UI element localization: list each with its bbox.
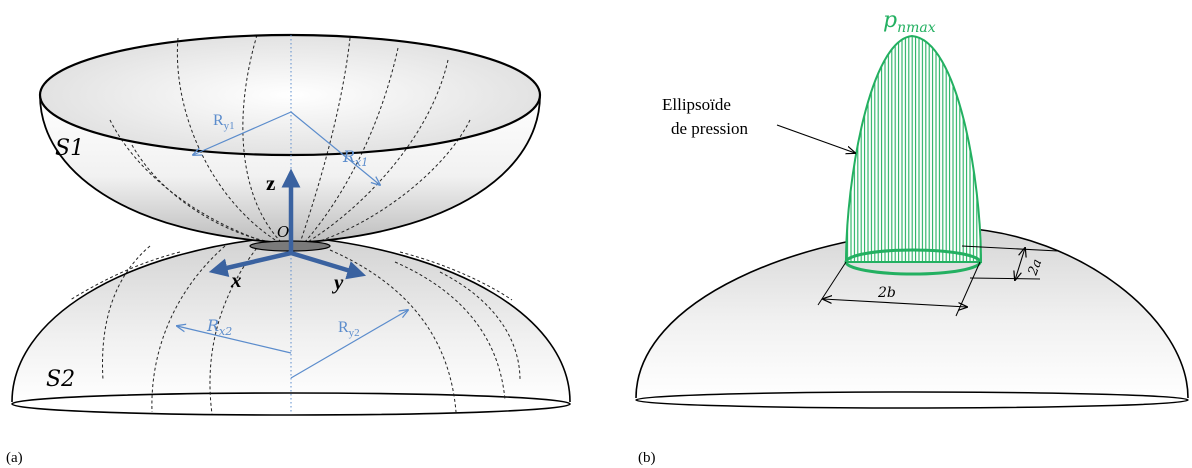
panel-a: S1 S2 O z x y Ry1 Rx1 Rx2 Ry2 (a) [6, 33, 571, 466]
caption-b: (b) [638, 450, 656, 466]
label-ellipsoid-1: Ellipsoïde [662, 95, 731, 114]
surface-s1 [38, 33, 542, 244]
label-radius-y1: Ry1 [213, 112, 235, 132]
surface-s2 [11, 235, 571, 416]
radius-x1-line [290, 111, 380, 185]
pressure-ellipsoid [844, 34, 983, 263]
radius-y2-line [290, 310, 408, 379]
radius-x2-line [177, 326, 292, 354]
label-radius-x2: Rx2 [206, 316, 232, 338]
label-axis-y: y [331, 270, 344, 294]
label-pmax: pnmax [883, 8, 936, 36]
dim-2a-line [1015, 248, 1025, 280]
label-s2: S2 [46, 367, 75, 392]
caption-a: (a) [6, 450, 23, 466]
y-axis-arrow [290, 250, 367, 280]
label-axis-x: x [230, 268, 242, 292]
label-dim-2b: 2b [877, 285, 896, 301]
label-dim-2a: 2a [1025, 257, 1045, 278]
radius-y1-line [193, 111, 292, 155]
panel-b: pnmax Ellipsoïde de pression 2b 2a (b) [635, 8, 1189, 466]
label-origin: O [277, 223, 289, 241]
coordinate-axes [208, 168, 367, 280]
x-axis-arrow [208, 250, 292, 278]
label-s1: S1 [55, 136, 84, 161]
label-radius-y2: Ry2 [338, 319, 360, 339]
label-radius-x1: Rx1 [342, 147, 368, 169]
leader-arrow [776, 124, 855, 153]
dim-2b-line [823, 299, 967, 307]
label-axis-z: z [266, 171, 275, 195]
surface-dome-b [636, 228, 1188, 398]
label-ellipsoid-2: de pression [671, 119, 748, 138]
